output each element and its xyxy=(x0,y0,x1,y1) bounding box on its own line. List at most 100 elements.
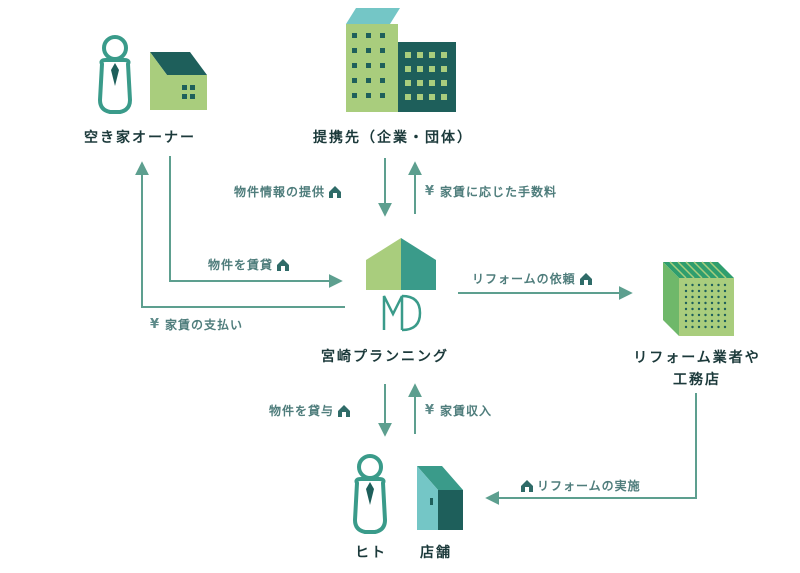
window-dot xyxy=(691,283,694,287)
window-dot xyxy=(697,307,701,311)
window-dot xyxy=(717,313,720,317)
window-dot xyxy=(710,301,714,305)
window-dot xyxy=(691,301,694,305)
flow-lease-property-text: 物件を賃貸 xyxy=(208,258,274,272)
window-dot xyxy=(717,319,720,323)
window-dot xyxy=(691,289,694,293)
person-icon xyxy=(352,454,388,534)
window xyxy=(441,52,447,58)
arrow-lease-property xyxy=(169,156,343,288)
window-dot xyxy=(684,313,688,317)
flow-arrows xyxy=(135,156,697,505)
window xyxy=(366,78,371,83)
window xyxy=(417,94,423,100)
window-dot xyxy=(697,325,701,329)
flow-rent-income-text: 家賃に応じた手数料 xyxy=(440,185,558,199)
window xyxy=(441,66,447,72)
company-logo-icon xyxy=(366,238,436,332)
window xyxy=(352,93,357,98)
window-dot xyxy=(723,289,727,293)
house-icon xyxy=(579,272,592,285)
window xyxy=(417,80,423,86)
flow-info-provide: 物件情報の提供 xyxy=(234,183,342,200)
window xyxy=(366,63,371,68)
shop-icon xyxy=(417,466,463,530)
flow-rent-receipt: ¥ 家賃収入 xyxy=(425,402,492,419)
window-dot xyxy=(704,325,707,329)
window xyxy=(429,94,435,100)
window-dot xyxy=(697,319,701,323)
window xyxy=(417,66,423,72)
window-dot xyxy=(684,295,688,299)
window xyxy=(405,52,411,58)
window-dot xyxy=(684,319,688,323)
window-dot xyxy=(697,295,701,299)
window-dot xyxy=(723,295,727,299)
window-dot xyxy=(704,289,707,293)
window-dot xyxy=(691,295,694,299)
reform-label-line2: 工務店 xyxy=(673,372,721,388)
window-dot xyxy=(704,307,707,311)
flow-rent-receipt-text: 家賃収入 xyxy=(440,404,493,418)
flow-rent-income: ¥ 家賃に応じた手数料 xyxy=(425,183,557,200)
flow-rent-payment: ¥ 家賃の支払い xyxy=(150,316,243,333)
flow-lend-property-text: 物件を貸与 xyxy=(269,404,335,418)
window xyxy=(417,52,423,58)
house-icon xyxy=(521,479,533,492)
window xyxy=(352,78,357,83)
window-dot xyxy=(684,301,688,305)
window-dot xyxy=(704,295,707,299)
window-dot xyxy=(691,313,694,317)
window xyxy=(380,48,385,53)
window-dot xyxy=(723,325,727,329)
window-dot xyxy=(684,307,688,311)
window xyxy=(366,48,371,53)
person-label: ヒト xyxy=(355,545,387,561)
window-dot xyxy=(717,295,720,299)
window-dot xyxy=(717,283,720,287)
flow-reform-request-text: リフォームの依頼 xyxy=(472,272,576,286)
window-dot xyxy=(704,301,707,305)
window-dot xyxy=(723,319,727,323)
window xyxy=(429,80,435,86)
window-dot xyxy=(717,325,720,329)
window-dot xyxy=(704,313,707,317)
window-dot xyxy=(697,283,701,287)
window-dot xyxy=(691,325,694,329)
window-dot xyxy=(723,301,727,305)
window-dot xyxy=(697,289,701,293)
window-dot xyxy=(710,313,714,317)
window xyxy=(380,63,385,68)
window-dot xyxy=(717,301,720,305)
window-dot xyxy=(717,289,720,293)
window-dot xyxy=(697,313,701,317)
window xyxy=(429,66,435,72)
shop-label: 店舗 xyxy=(420,545,452,561)
window-dot xyxy=(710,307,714,311)
window xyxy=(366,33,371,38)
owner-person-icon xyxy=(97,35,133,114)
house-icon xyxy=(329,185,342,198)
window xyxy=(352,48,357,53)
window-dot xyxy=(723,307,727,311)
window xyxy=(352,63,357,68)
window xyxy=(380,33,385,38)
house-icon xyxy=(277,258,290,271)
window-dot xyxy=(710,325,714,329)
window-dot xyxy=(717,307,720,311)
window xyxy=(405,66,411,72)
house-icon xyxy=(338,404,351,417)
window xyxy=(441,94,447,100)
window-dot xyxy=(684,283,688,287)
window xyxy=(352,33,357,38)
window-dot xyxy=(704,283,707,287)
yen-icon: ¥ xyxy=(425,184,436,199)
reform-building-icon xyxy=(663,261,734,336)
window-dot xyxy=(723,313,727,317)
window xyxy=(441,80,447,86)
yen-icon: ¥ xyxy=(150,317,161,332)
owner-house-icon xyxy=(150,52,207,110)
flow-lease-property: 物件を賃貸 xyxy=(208,256,290,273)
window xyxy=(380,78,385,83)
